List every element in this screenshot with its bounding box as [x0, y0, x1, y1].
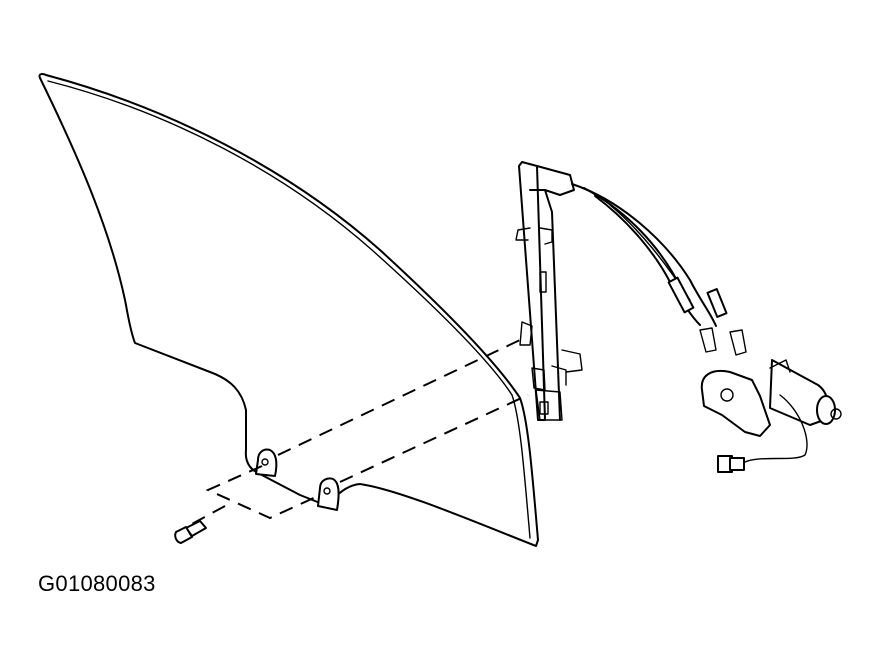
regulator-cables [571, 183, 747, 356]
motor-electrical-connector [717, 394, 808, 473]
door-window-glass [38, 73, 539, 547]
glass-mounting-bolt [174, 520, 207, 544]
alignment-lines [189, 339, 529, 526]
window-regulator-rail [515, 161, 583, 421]
figure-id-label: G01080083 [38, 571, 156, 596]
regulator-motor [700, 359, 842, 437]
